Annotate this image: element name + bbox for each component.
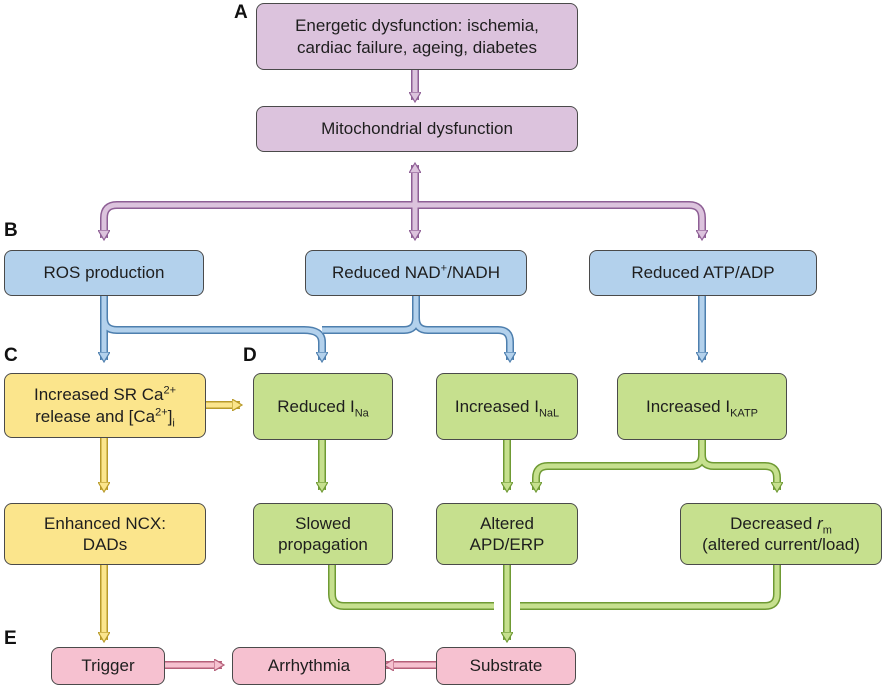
box-arrhythmia-text: Arrhythmia <box>267 656 351 676</box>
box-ros-text: ROS production <box>43 263 165 283</box>
purple-connectors <box>104 70 702 238</box>
box-arrhythmia: Arrhythmia <box>232 647 386 685</box>
box-atp-text: Reduced ATP/ADP <box>631 263 775 283</box>
box-trigger: Trigger <box>51 647 165 685</box>
yellow-connectors <box>104 405 240 640</box>
box-reduced-atp: Reduced ATP/ADP <box>589 250 817 296</box>
arrow-slowed-join <box>329 565 494 609</box>
box-increased-ikatp: Increased IKATP <box>617 373 787 440</box>
arrow-ros-to-ina <box>101 317 322 360</box>
box-decreased-rm: Decreased rm (altered current/load) <box>680 503 882 565</box>
box-energetic-line1: Energetic dysfunction: ischemia, <box>295 16 539 36</box>
box-trigger-text: Trigger <box>81 656 135 676</box>
box-ikatp-text: Increased IKATP <box>645 396 759 420</box>
box-ros-production: ROS production <box>4 250 204 296</box>
section-label-a: A <box>234 2 248 23</box>
arrow-ikatp-to-rm <box>699 454 777 490</box>
arrow-ikatp-to-apd <box>536 440 705 490</box>
box-energetic-line2: cardiac failure, ageing, diabetes <box>296 37 538 57</box>
box-increased-inal: Increased INaL <box>436 373 578 440</box>
box-inal-text: Increased INaL <box>454 396 560 420</box>
section-label-b: B <box>4 220 18 241</box>
arrow-nad-join <box>322 296 419 333</box>
box-apd-line1: Altered <box>480 513 534 533</box>
box-increased-sr-ca: Increased SR Ca2+ release and [Ca2+]i <box>4 373 206 438</box>
box-substrate: Substrate <box>436 647 576 685</box>
box-ncx-line1: Enhanced NCX: <box>44 513 166 533</box>
arrow-mito-branches <box>101 202 705 238</box>
box-substrate-text: Substrate <box>469 656 543 676</box>
arrow-nad-to-inal <box>413 317 510 360</box>
box-slowed-propagation: Slowed propagation <box>253 503 393 565</box>
box-mitochondrial-dysfunction: Mitochondrial dysfunction <box>256 106 578 152</box>
box-rm-line2: (altered current/load) <box>702 535 860 554</box>
box-sr-line2: release and [Ca2+]i <box>35 405 175 429</box>
box-slowed-line1: Slowed <box>295 513 351 533</box>
box-nad-text: Reduced NAD+/NADH <box>331 262 500 283</box>
box-ncx-line2: DADs <box>82 535 128 554</box>
box-slowed-line2: propagation <box>278 535 368 554</box>
box-sr-line1: Increased SR Ca2+ <box>34 384 176 405</box>
box-reduced-ina: Reduced INa <box>253 373 393 440</box>
box-energetic-dysfunction: Energetic dysfunction: ischemia, cardiac… <box>256 3 578 70</box>
arrow-rm-join <box>520 565 780 609</box>
blue-connectors <box>104 296 702 360</box>
green-connectors <box>322 440 777 640</box>
box-apd-line2: APD/ERP <box>469 535 545 554</box>
box-ina-text: Reduced INa <box>277 396 369 420</box>
section-label-c: C <box>4 345 18 366</box>
section-label-e: E <box>4 628 17 649</box>
box-enhanced-ncx: Enhanced NCX: DADs <box>4 503 206 565</box>
box-altered-apd: Altered APD/ERP <box>436 503 578 565</box>
section-label-d: D <box>243 345 257 366</box>
box-rm-line1: Decreased rm <box>730 513 832 537</box>
box-mitochondrial-text: Mitochondrial dysfunction <box>321 119 513 139</box>
box-reduced-nad: Reduced NAD+/NADH <box>305 250 527 296</box>
